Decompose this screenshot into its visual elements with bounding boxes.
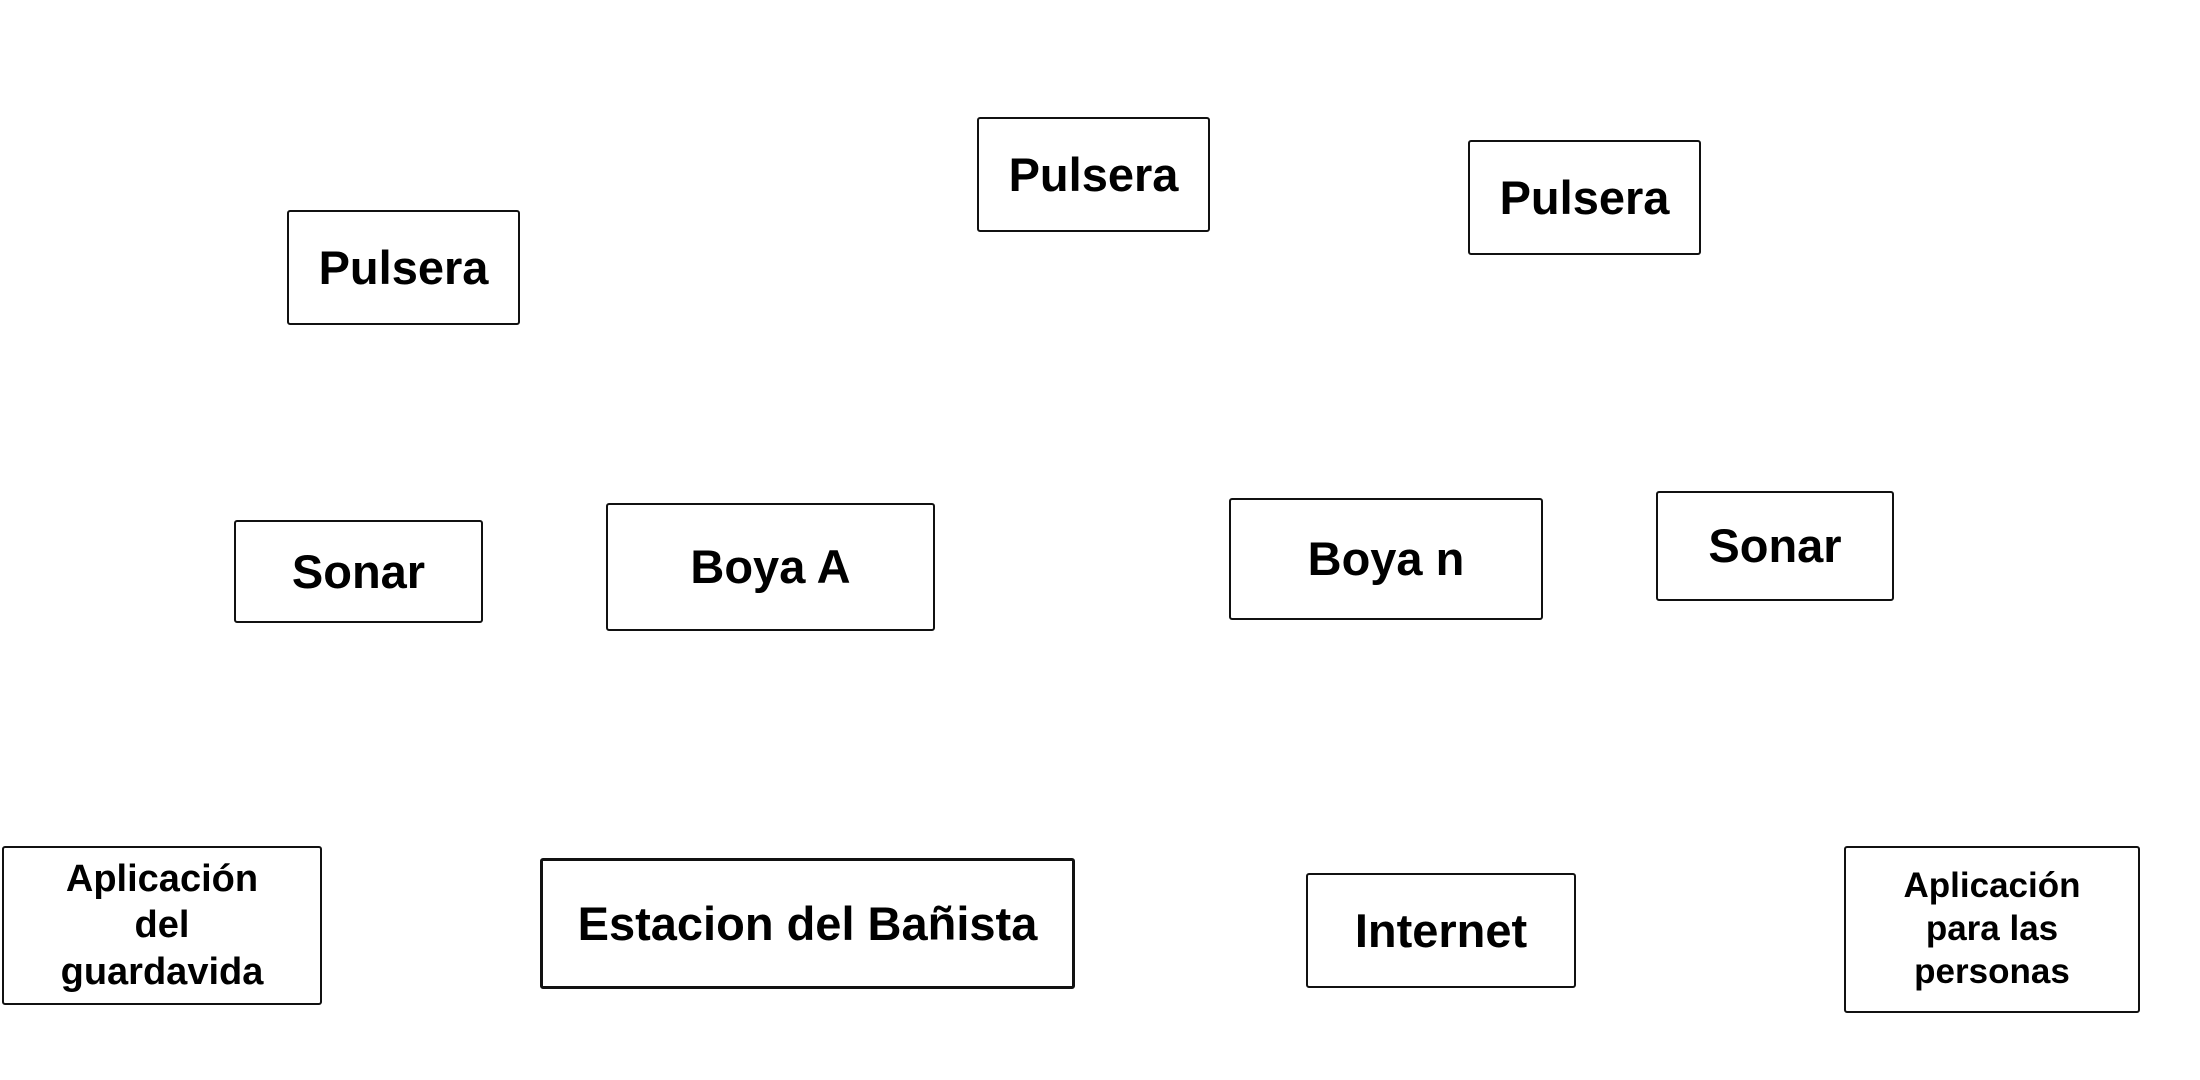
node-label-line: personas bbox=[1914, 951, 2070, 991]
node-label: Sonar bbox=[291, 544, 426, 598]
node-label: Boya n bbox=[1307, 532, 1465, 586]
pulsera-node: Pulsera bbox=[977, 117, 1210, 232]
node-label-group: Aplicación para las personas bbox=[1904, 865, 2081, 993]
boya-n-node: Boya n bbox=[1229, 498, 1543, 620]
sonar-node: Sonar bbox=[234, 520, 483, 623]
node-label: Pulsera bbox=[1499, 170, 1670, 224]
pulsera-node: Pulsera bbox=[287, 210, 520, 325]
aplicacion-guardavida-node: Aplicación del guardavida bbox=[2, 846, 322, 1005]
node-label: Estacion del Bañista bbox=[577, 896, 1038, 950]
node-label-line: guardavida bbox=[60, 950, 264, 993]
node-label: Pulsera bbox=[318, 240, 489, 294]
node-label-line: del bbox=[134, 904, 190, 947]
node-label: Sonar bbox=[1708, 519, 1842, 573]
internet-node: Internet bbox=[1306, 873, 1576, 988]
estacion-del-banista-node: Estacion del Bañista bbox=[540, 858, 1075, 989]
aplicacion-personas-node: Aplicación para las personas bbox=[1844, 846, 2140, 1013]
pulsera-node: Pulsera bbox=[1468, 140, 1701, 255]
sonar-node: Sonar bbox=[1656, 491, 1894, 601]
node-label-line: Aplicación bbox=[65, 857, 259, 900]
node-label: Boya A bbox=[690, 540, 851, 594]
node-label-line: para las bbox=[1925, 909, 2059, 949]
node-label: Pulsera bbox=[1008, 147, 1179, 201]
boya-a-node: Boya A bbox=[606, 503, 935, 631]
node-label: Internet bbox=[1354, 903, 1528, 957]
node-label-group: Aplicación del guardavida bbox=[61, 856, 264, 995]
node-label-line: Aplicación bbox=[1903, 866, 2081, 906]
